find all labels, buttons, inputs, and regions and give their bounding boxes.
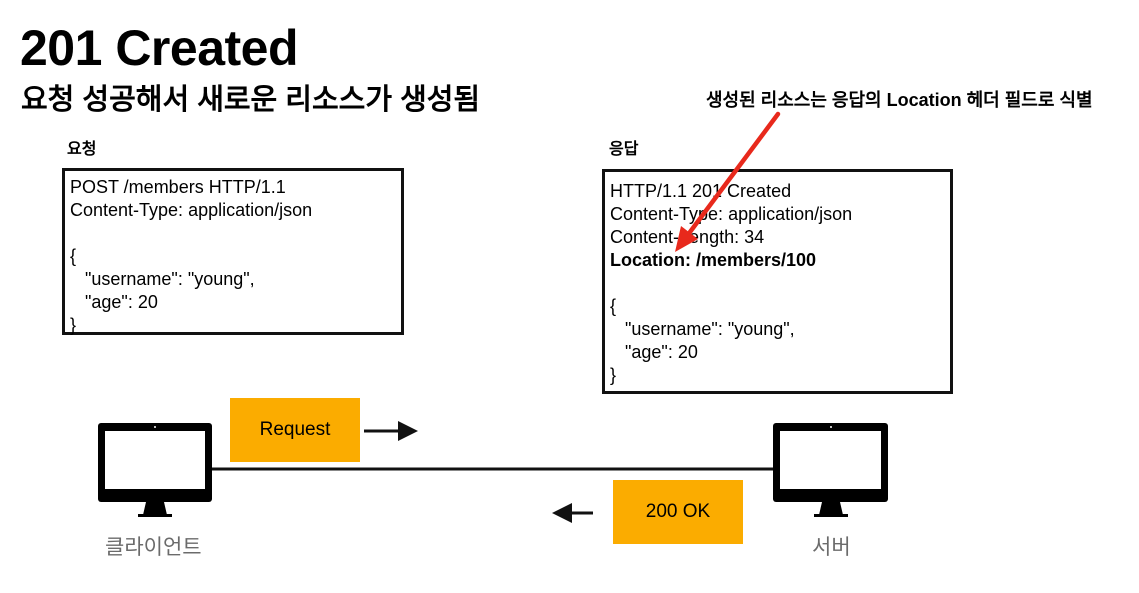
annotation-text: 생성된 리소스는 응답의 Location 헤더 필드로 식별 [706,90,1093,110]
response-line [610,272,950,295]
server-monitor-icon [773,423,888,517]
response-line: Content-Type: application/json [610,204,853,224]
client-label: 클라이언트 [105,536,202,559]
response-arrow-icon [552,503,593,523]
page-subtitle: 요청 성공해서 새로운 리소스가 생성됨 [21,84,481,116]
request-tag-label: Request [259,419,331,440]
response-line: "age": 20 [610,342,698,362]
response-line: } [610,365,617,385]
response-tag: 200 OK [613,480,743,544]
request-line: } [70,315,77,335]
request-line: { [70,246,77,266]
request-line: "username": "young", [70,269,255,289]
response-tag-label: 200 OK [645,501,711,522]
request-tag: Request [230,398,360,462]
request-line: Content-Type: application/json [70,200,313,220]
request-line: "age": 20 [70,292,158,312]
response-line: HTTP/1.1 201 Created [610,181,792,201]
response-line: { [610,296,617,316]
page-title: 201 Created [20,20,299,76]
response-label: 응답 [609,141,639,158]
response-line: Location: /members/100 [610,250,817,270]
response-line: "username": "young", [610,319,795,339]
request-arrow-icon [364,421,418,441]
response-line: Content-Length: 34 [610,227,765,247]
request-line [70,222,401,245]
request-line: POST /members HTTP/1.1 [70,177,286,197]
client-monitor-icon [98,423,212,517]
request-label: 요청 [67,141,97,158]
server-label: 서버 [812,536,851,559]
